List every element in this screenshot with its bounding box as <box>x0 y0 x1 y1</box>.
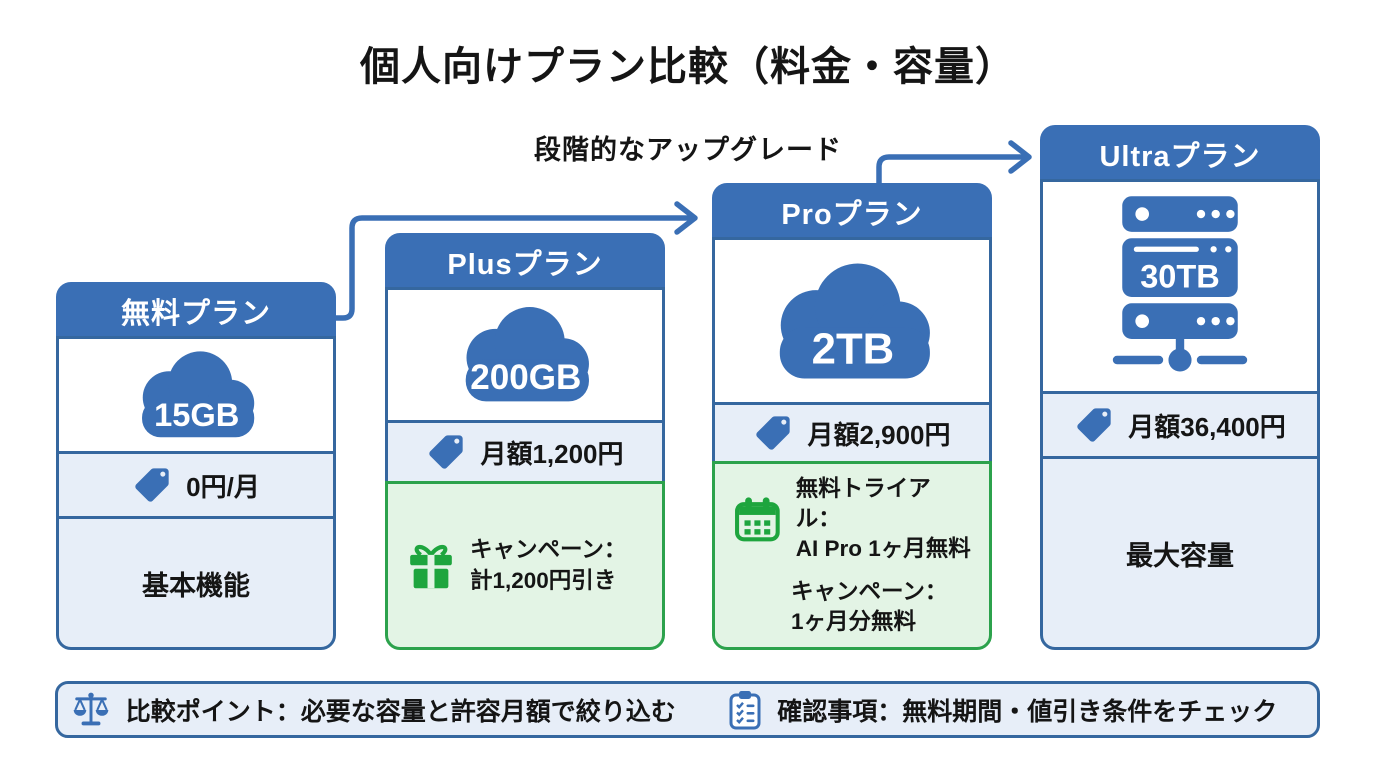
capacity-label: 2TB <box>812 324 895 373</box>
plan-name: 無料プラン <box>120 297 271 330</box>
upgrade-arrow-label: 段階的なアップグレード <box>534 135 842 165</box>
plan-card-ultra: Ultraプラン 30TB <box>1040 125 1320 650</box>
plan-name: Ultraプラン <box>1099 140 1261 173</box>
capacity-label: 30TB <box>1140 259 1220 295</box>
cloud-icon: 15GB <box>142 351 255 438</box>
price-tag-icon <box>756 416 791 450</box>
price-tag-icon <box>135 468 169 502</box>
gift-icon <box>410 544 452 588</box>
campaign-text: キャンペーン： 1ヶ月分無料 <box>791 578 948 635</box>
plan-card-plus: Plusプラン 200GB 月額1,200円 <box>385 233 665 650</box>
price-label: 月額36,400円 <box>1128 411 1286 442</box>
plan-card-pro: Proプラン 2TB 月額2,900円 <box>712 183 992 650</box>
comparison-point: 比較ポイント：必要な容量と許容月額で絞り込む <box>58 689 688 731</box>
footer-notes-bar: 比較ポイント：必要な容量と許容月額で絞り込む 確認事項：無料期間・値引き条件をチ… <box>55 681 1320 738</box>
price-label: 月額1,200円 <box>480 438 624 469</box>
plan-name: Proプラン <box>781 198 923 231</box>
price-tag-icon <box>1077 408 1111 442</box>
price-section-plus: 月額1,200円 <box>385 420 665 484</box>
price-section-free: 0円/月 <box>56 451 336 519</box>
price-tag-icon <box>429 435 464 469</box>
comparison-point-text: 比較ポイント：必要な容量と許容月額で絞り込む <box>125 697 676 726</box>
arrow-free-to-pro-head <box>674 201 698 235</box>
plan-header-free: 無料プラン <box>56 282 336 339</box>
plan-header-plus: Plusプラン <box>385 233 665 290</box>
feature-section-ultra: 最大容量 <box>1040 456 1320 650</box>
capacity-section-pro: 2TB <box>712 237 992 405</box>
check-items: 確認事項：無料期間・値引き条件をチェック <box>688 690 1318 730</box>
plan-header-ultra: Ultraプラン <box>1040 125 1320 182</box>
feature-label: 最大容量 <box>1126 540 1234 571</box>
server-icon: 30TB <box>1112 196 1248 372</box>
plan-header-pro: Proプラン <box>712 183 992 240</box>
cloud-icon: 200GB <box>465 307 589 402</box>
feature-label: 基本機能 <box>142 570 250 601</box>
trial-text: 無料トライアル： AI Pro 1ヶ月無料 <box>795 475 971 562</box>
campaign-text: キャンペーン： 計1,200円引き <box>470 537 627 593</box>
check-items-text: 確認事項：無料期間・値引き条件をチェック <box>777 697 1278 726</box>
price-section-pro: 月額2,900円 <box>712 402 992 464</box>
price-label: 0円/月 <box>186 471 260 502</box>
capacity-section-ultra: 30TB <box>1040 179 1320 394</box>
plan-name: Plusプラン <box>447 248 603 281</box>
capacity-label: 15GB <box>154 396 239 433</box>
checklist-clipboard-icon <box>729 690 761 729</box>
campaign-section-pro: 無料トライアル： AI Pro 1ヶ月無料 キャンペーン： 1ヶ月分無料 <box>712 461 992 650</box>
plan-card-free: 無料プラン 15GB 0円/月 基本機能 <box>56 282 336 650</box>
calendar-icon <box>735 497 780 542</box>
capacity-section-plus: 200GB <box>385 287 665 423</box>
cloud-icon: 2TB <box>779 263 930 378</box>
balance-scale-icon <box>73 692 109 725</box>
page-title: 個人向けプラン比較（料金・容量） <box>360 45 1016 89</box>
price-label: 月額2,900円 <box>807 419 951 450</box>
capacity-label: 200GB <box>470 358 581 397</box>
feature-section-free: 基本機能 <box>56 516 336 650</box>
campaign-section-plus: キャンペーン： 計1,200円引き <box>385 481 665 650</box>
capacity-section-free: 15GB <box>56 336 336 454</box>
price-section-ultra: 月額36,400円 <box>1040 391 1320 459</box>
